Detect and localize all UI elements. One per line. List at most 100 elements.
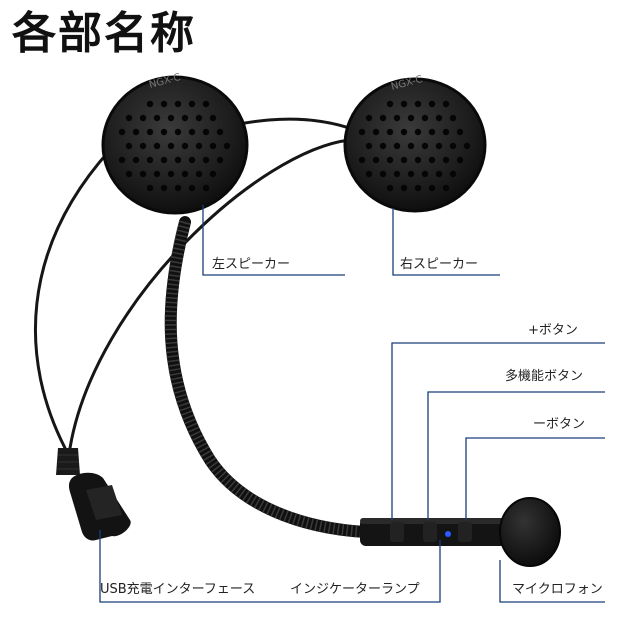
speaker-grille-hole — [456, 156, 464, 164]
cable-to-left-speaker — [33, 148, 112, 450]
speaker-grille-hole — [386, 184, 394, 192]
page-title: 各部名称 — [12, 8, 196, 59]
speaker-grille-hole — [428, 156, 436, 164]
speaker-grille-hole — [167, 114, 175, 122]
speaker-grille-hole — [372, 156, 380, 164]
right-speaker-label: 右スピーカー — [400, 257, 479, 272]
speaker-grille-hole — [379, 114, 387, 122]
speaker-grille-hole — [463, 142, 471, 150]
speaker-grille-hole — [393, 142, 401, 150]
speaker-grille-hole — [379, 170, 387, 178]
speaker-grille-hole — [358, 128, 366, 136]
speaker-grille-hole — [442, 128, 450, 136]
left-speaker: NGX-C — [101, 72, 249, 215]
speaker-grille-hole — [386, 100, 394, 108]
usb-connector — [56, 448, 131, 541]
speaker-grille-hole — [167, 142, 175, 150]
minus-button-callout — [465, 437, 605, 520]
speaker-grille-hole — [209, 114, 217, 122]
speaker-grille-hole — [421, 142, 429, 150]
speaker-grille-hole — [188, 156, 196, 164]
speaker-grille-hole — [435, 142, 443, 150]
speaker-grille-hole — [160, 100, 168, 108]
speaker-grille-hole — [132, 128, 140, 136]
speaker-grille-hole — [386, 128, 394, 136]
microphone-label: マイクロフォン — [512, 582, 603, 597]
speaker-grille-hole — [428, 128, 436, 136]
minus-button-label: ーボタン — [533, 417, 586, 432]
speaker-grille-hole — [407, 114, 415, 122]
speaker-grille-hole — [442, 184, 450, 192]
speaker-grille-hole — [365, 114, 373, 122]
speaker-grille-hole — [146, 100, 154, 108]
speaker-grille-hole — [174, 100, 182, 108]
speaker-grille-hole — [449, 114, 457, 122]
speaker-grille-hole — [407, 170, 415, 178]
speaker-grille-hole — [414, 156, 422, 164]
speaker-grille-hole — [174, 184, 182, 192]
speaker-grille-hole — [428, 184, 436, 192]
speaker-grille-hole — [139, 114, 147, 122]
speaker-grille-hole — [400, 156, 408, 164]
speaker-grille-hole — [174, 156, 182, 164]
speaker-grille-hole — [139, 170, 147, 178]
plus-button-shape — [390, 522, 404, 542]
speaker-grille-hole — [160, 128, 168, 136]
speaker-grille-hole — [442, 100, 450, 108]
multi-button-callout — [427, 391, 605, 520]
speaker-grille-hole — [216, 128, 224, 136]
speaker-grille-hole — [435, 114, 443, 122]
speaker-grille-hole — [181, 170, 189, 178]
speaker-grille-hole — [209, 142, 217, 150]
speaker-grille-hole — [118, 156, 126, 164]
speaker-grille-hole — [393, 170, 401, 178]
indicator-led — [445, 531, 451, 537]
speaker-grille-hole — [167, 170, 175, 178]
speaker-grille-hole — [181, 142, 189, 150]
speaker-grille-hole — [442, 156, 450, 164]
speaker-grille-hole — [181, 114, 189, 122]
control-unit — [360, 518, 510, 546]
speaker-grille-hole — [153, 170, 161, 178]
speaker-grille-hole — [456, 128, 464, 136]
left-speaker-label: 左スピーカー — [212, 257, 291, 272]
speaker-grille-hole — [188, 128, 196, 136]
speaker-grille-hole — [449, 170, 457, 178]
speaker-grille-hole — [195, 142, 203, 150]
speaker-grille-hole — [202, 128, 210, 136]
speaker-grille-hole — [449, 142, 457, 150]
speaker-grille-hole — [125, 114, 133, 122]
usb-label: USB充電インターフェース — [100, 582, 256, 597]
speaker-grille-hole — [146, 156, 154, 164]
left-speaker-callout — [202, 205, 345, 276]
callout-lines — [99, 205, 605, 603]
speaker-grille-hole — [428, 100, 436, 108]
speaker-grille-hole — [125, 142, 133, 150]
indicator-callout — [275, 540, 441, 603]
speaker-grille-hole — [118, 128, 126, 136]
speaker-grille-hole — [358, 156, 366, 164]
speaker-grille-hole — [146, 128, 154, 136]
speaker-grille-hole — [421, 114, 429, 122]
speaker-grille-hole — [125, 170, 133, 178]
speaker-grille-hole — [202, 184, 210, 192]
speaker-grille-hole — [400, 184, 408, 192]
speaker-grille-hole — [414, 184, 422, 192]
speaker-grille-hole — [386, 156, 394, 164]
speaker-grille-hole — [195, 114, 203, 122]
speaker-grille-hole — [365, 142, 373, 150]
multi-button-shape — [423, 522, 437, 542]
speaker-grille-hole — [209, 170, 217, 178]
speaker-grille-hole — [146, 184, 154, 192]
speaker-grille-hole — [379, 142, 387, 150]
speaker-grille-hole — [195, 170, 203, 178]
indicator-label: インジケーターランプ — [290, 582, 420, 597]
speaker-grille-hole — [407, 142, 415, 150]
speaker-grille-hole — [160, 184, 168, 192]
speaker-grille-hole — [174, 128, 182, 136]
speaker-grille-hole — [435, 170, 443, 178]
plus-button-callout — [391, 342, 605, 520]
microphone-foam — [499, 497, 561, 567]
